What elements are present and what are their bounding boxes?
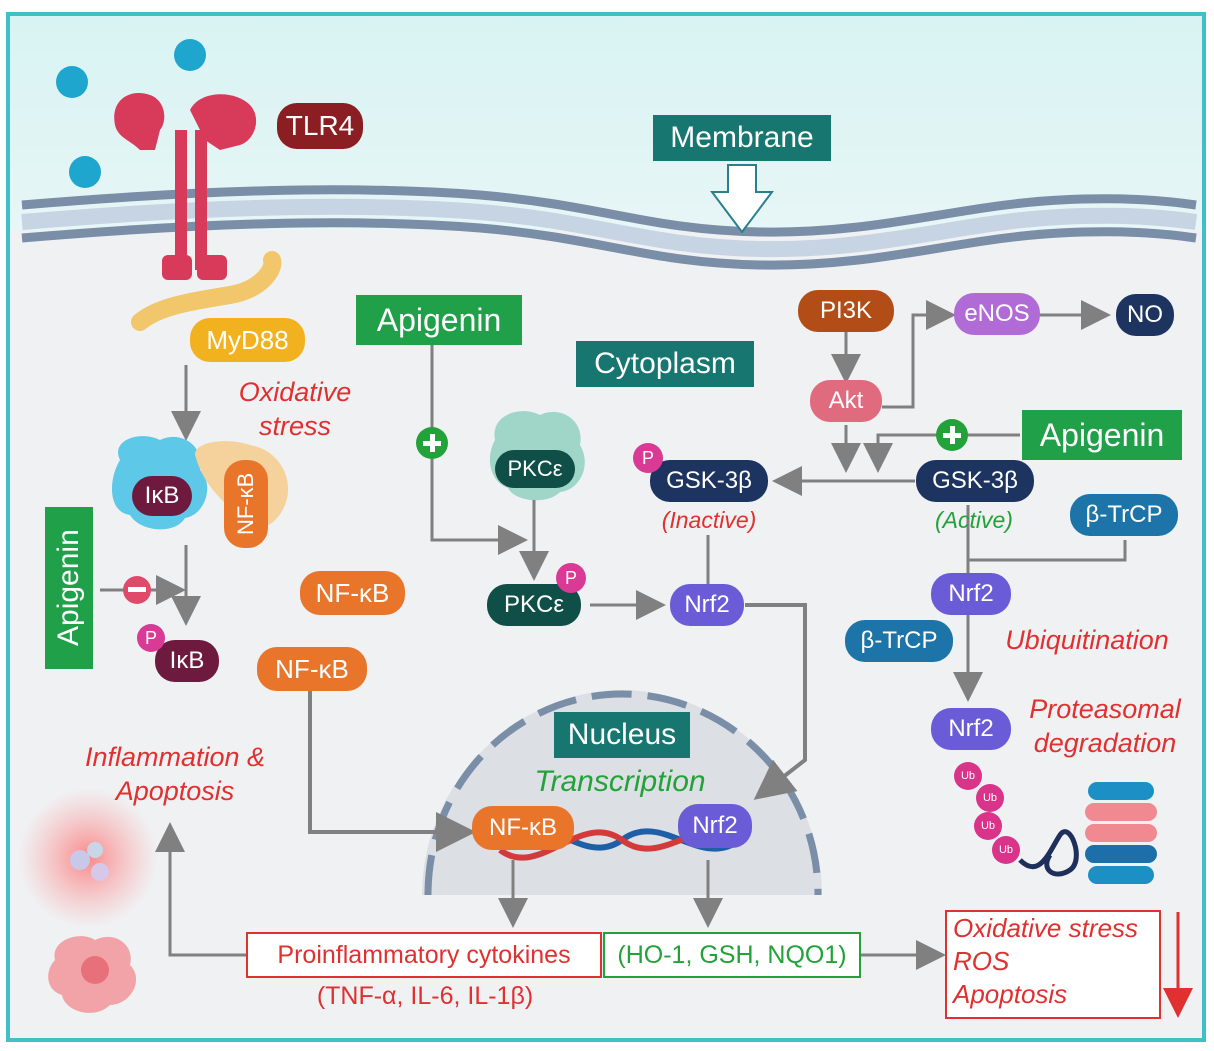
ligand-dot — [69, 156, 101, 188]
ikb-label: IκB — [132, 476, 192, 516]
oxidative-stress-label: Oxidative stress — [238, 377, 352, 441]
cytokines-list-label: (TNF-α, IL-6, IL-1β) — [316, 982, 534, 1010]
apigenin-mid-label: Apigenin — [356, 295, 522, 345]
arrow-to-inflammation — [155, 822, 246, 957]
ikb-p-label: IκB — [155, 640, 219, 682]
inactive-label: (Inactive) — [661, 507, 757, 533]
arrow-nfkb-nucleus — [308, 690, 476, 852]
nrf2-mid-label: Nrf2 — [670, 584, 744, 626]
nrf2-nucleus-label: Nrf2 — [678, 804, 752, 848]
ubiquitination-label: Ubiquitination — [1005, 625, 1169, 655]
transcription-label: Transcription — [534, 765, 706, 798]
akt-label: Akt — [810, 380, 882, 422]
ub-label-1: Ub — [960, 770, 976, 782]
nfkb-cytoplasm-label-1: NF-κB — [300, 571, 405, 615]
no-label: NO — [1116, 294, 1174, 336]
pkce-label-2: PKCε — [487, 584, 581, 626]
enos-label: eNOS — [954, 293, 1040, 335]
ub-label-4: Ub — [998, 844, 1014, 856]
apigenin-right-label: Apigenin — [1022, 410, 1182, 460]
nrf2-right-label: Nrf2 — [931, 573, 1011, 615]
gsk-active-label: GSK-3β — [916, 460, 1034, 502]
nrf2-low-label: Nrf2 — [931, 708, 1011, 750]
proinflammatory-box: Proinflammatory cytokines — [246, 932, 602, 978]
outcome-box: Oxidative stress ROS Apoptosis — [945, 910, 1161, 1019]
active-label: (Active) — [935, 507, 1013, 533]
membrane-lower — [21, 218, 1197, 270]
plus-v — [430, 434, 435, 452]
outcome-ros: ROS — [953, 946, 1010, 976]
ligand-dot — [56, 66, 88, 98]
arrow-apigenin-gsk — [863, 433, 1020, 473]
protein-chain — [1018, 829, 1079, 877]
pi3k-label: PI3K — [798, 290, 894, 332]
membrane-arrow — [710, 164, 774, 234]
line-btrcp-nrf2 — [968, 540, 1127, 562]
phospho-badge: P — [137, 624, 165, 652]
antioxidants-box: (HO-1, GSH, NQO1) — [603, 932, 861, 978]
ub-label-3: Ub — [980, 820, 996, 832]
apigenin-left-label: Apigenin — [45, 507, 93, 669]
arrow-apigenin-pkce — [430, 345, 528, 555]
phospho-badge: P — [556, 563, 586, 593]
cell-icon — [70, 850, 90, 870]
plus-v — [950, 426, 955, 444]
tlr4-label: TLR4 — [277, 103, 363, 149]
tlr4-receptor — [114, 93, 257, 280]
proteasome-icon — [1085, 782, 1157, 884]
outcome-apoptosis: Apoptosis — [953, 979, 1068, 1009]
membrane-mid — [21, 198, 1198, 258]
membrane-upper — [21, 185, 1197, 237]
arrow-akt-enos — [882, 300, 956, 409]
ligand-dot — [174, 39, 206, 71]
minus-sign — [128, 587, 146, 592]
proteasomal-label: Proteasomal degradation — [1029, 694, 1181, 758]
btrcp-label-1: β-TrCP — [1070, 494, 1178, 536]
arrow-nrf2-nucleus — [745, 603, 807, 800]
myd88-shape — [131, 251, 282, 331]
gsk-inactive-label: GSK-3β — [650, 460, 768, 502]
membrane-label: Membrane — [653, 115, 831, 161]
myd88-label: MyD88 — [190, 318, 305, 362]
nucleus-label: Nucleus — [554, 712, 690, 758]
cell-icon — [91, 863, 109, 881]
phospho-badge: P — [633, 443, 663, 473]
nfkb-nucleus-label: NF-κB — [472, 806, 574, 850]
tissue-core — [81, 956, 109, 984]
btrcp-label-2: β-TrCP — [845, 620, 953, 662]
outcome-oxidative-stress: Oxidative stress — [953, 913, 1138, 943]
inflammation-label: Inflammation & Apoptosis — [84, 742, 266, 806]
cytoplasm-label: Cytoplasm — [576, 341, 754, 387]
ub-label-2: Ub — [982, 792, 998, 804]
pkce-label-1: PKCε — [495, 450, 575, 488]
ubiquitin-chain — [954, 762, 1020, 864]
nfkb-cytoplasm-label-2: NF-κB — [257, 647, 367, 691]
nfkb-complex-label: NF-κB — [224, 460, 268, 548]
cell-icon — [87, 842, 103, 858]
